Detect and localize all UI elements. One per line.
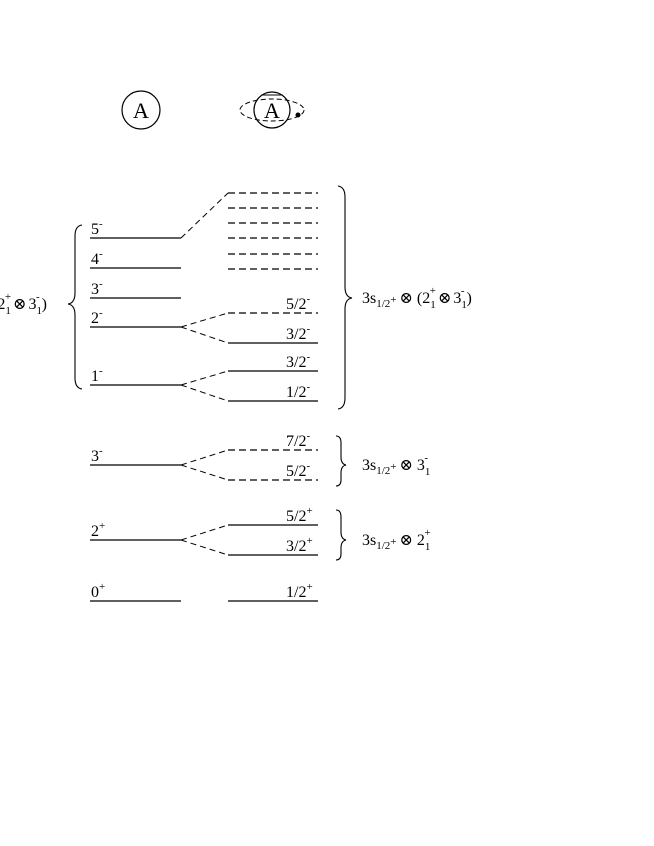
splitting-connectors bbox=[180, 192, 229, 556]
valence-particle-icon bbox=[295, 112, 301, 118]
core-circle-icon bbox=[121, 90, 161, 130]
quadrupole-coupling-label: 3s1/2+⊗ 21+ bbox=[362, 527, 431, 553]
core-level-label: 2+ bbox=[91, 520, 105, 540]
odd-level-label: 3/2- bbox=[286, 351, 310, 371]
orbit-ellipse-icon bbox=[239, 98, 305, 122]
odd-level-label: 7/2- bbox=[286, 430, 310, 450]
odd-level-label: 5/2- bbox=[286, 293, 310, 313]
connector-line bbox=[180, 312, 229, 328]
connector-line bbox=[180, 539, 229, 556]
connector-line bbox=[180, 370, 229, 386]
odd-level-label: 5/2+ bbox=[286, 505, 313, 525]
right-brace-quadrupole-icon bbox=[335, 509, 347, 561]
odd-level-label: 3/2- bbox=[286, 323, 310, 343]
connector-line bbox=[180, 326, 229, 344]
right-brace-octupole-icon bbox=[335, 435, 347, 487]
core-level-label: 0+ bbox=[91, 581, 105, 601]
odd-level-label: 1/2- bbox=[286, 381, 310, 401]
core-level-label: 3- bbox=[91, 445, 103, 465]
odd-level-label: 3/2+ bbox=[286, 535, 313, 555]
odd-multiplet-label: 3s1/2+⊗ (21+⊗31-) bbox=[362, 285, 472, 311]
core-level-labels: 5- 4- 3- 2- 1- 3- 2+ 0+ bbox=[91, 218, 105, 601]
core-levels bbox=[90, 237, 181, 602]
right-brace-large-icon bbox=[337, 185, 353, 410]
connector-line bbox=[180, 192, 229, 239]
coupled-circle-icon bbox=[253, 91, 291, 129]
core-level-label: 4- bbox=[91, 248, 103, 268]
core-level-label: 5- bbox=[91, 218, 103, 238]
core-level-label: 1- bbox=[91, 365, 103, 385]
connector-line bbox=[180, 384, 229, 402]
connector-line bbox=[180, 449, 229, 466]
odd-level-labels: 5/2- 3/2- 3/2- 1/2- 7/2- 5/2- 5/2+ 3/2+ … bbox=[286, 293, 313, 601]
core-level-label: 2- bbox=[91, 307, 103, 327]
odd-level-label: 1/2+ bbox=[286, 581, 313, 601]
core-letter: A bbox=[133, 98, 149, 123]
core-level-label: 3- bbox=[91, 278, 103, 298]
coupled-nucleus-symbol: A bbox=[239, 91, 305, 129]
odd-level-label: 5/2- bbox=[286, 460, 310, 480]
odd-levels bbox=[228, 192, 318, 602]
left-brace-icon bbox=[67, 224, 83, 390]
core-nucleus-symbol: A bbox=[121, 90, 161, 130]
coupled-letter: A bbox=[264, 98, 280, 123]
core-multiplet-label: (21+⊗31-) bbox=[0, 291, 47, 317]
connector-line bbox=[180, 524, 229, 541]
connector-line bbox=[180, 464, 229, 481]
octupole-coupling-label: 3s1/2+⊗ 31- bbox=[362, 452, 430, 478]
